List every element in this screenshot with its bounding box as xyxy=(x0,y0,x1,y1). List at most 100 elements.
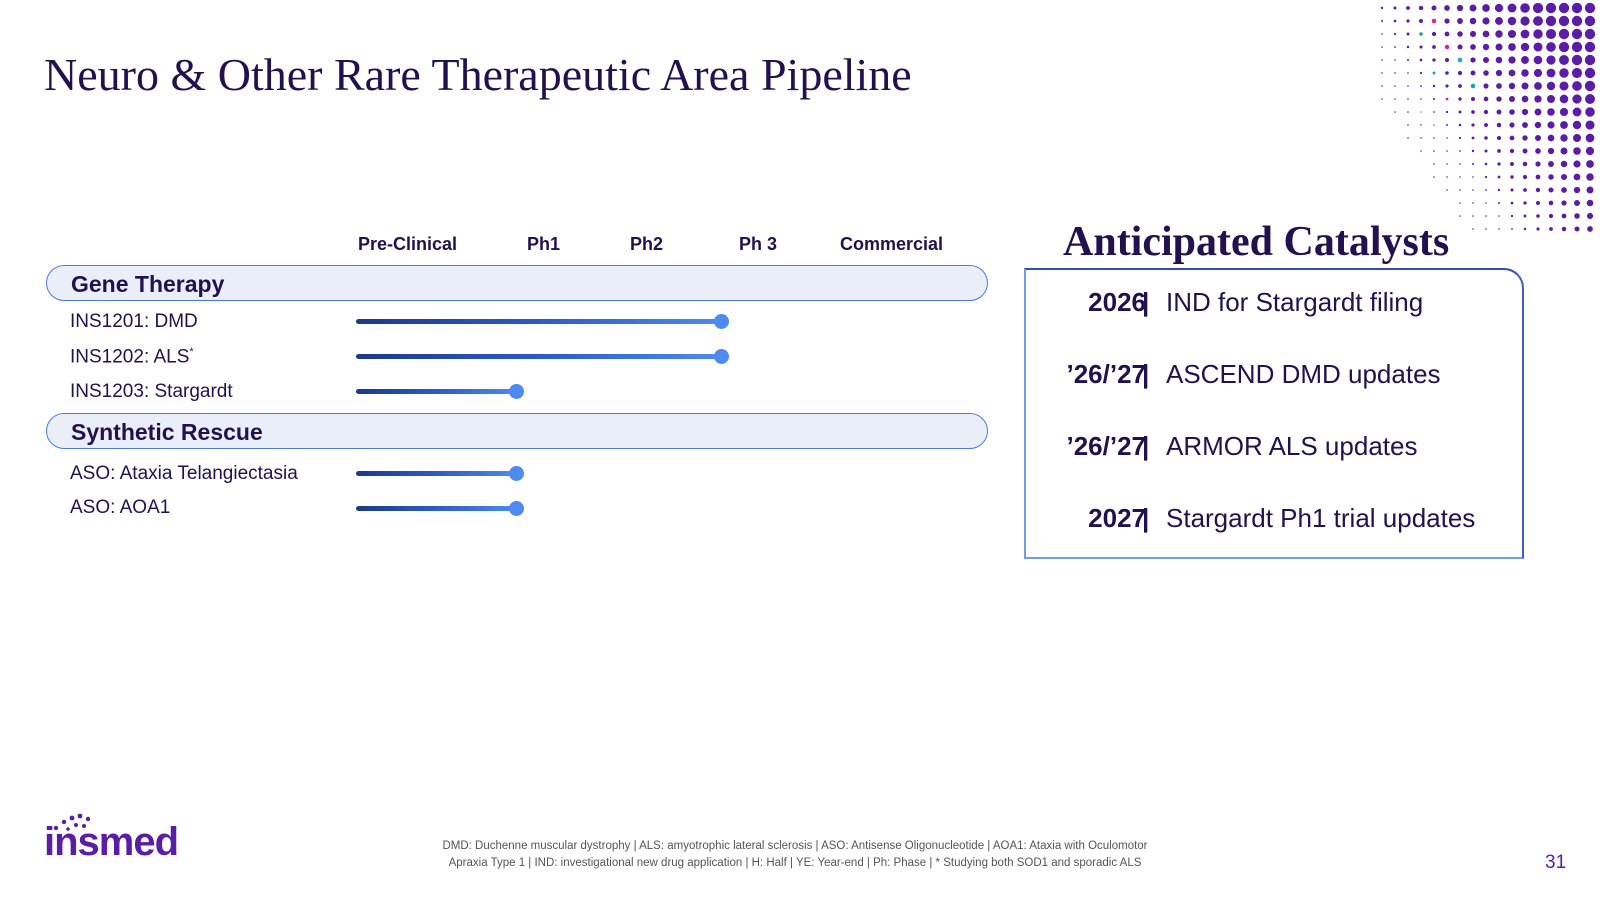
progress-bar xyxy=(356,349,729,364)
decor-dot xyxy=(1498,202,1500,204)
program-label: ASO: AOA1 xyxy=(70,497,171,518)
catalysts-box: 2026 | IND for Stargardt filing ’26/’27 … xyxy=(1024,268,1524,559)
decor-dot xyxy=(1446,176,1448,178)
decor-dot xyxy=(1536,214,1540,218)
program-label: INS1202: ALS* xyxy=(70,346,194,368)
decor-dot xyxy=(1482,43,1490,51)
decor-dot xyxy=(1484,136,1488,140)
decor-dot xyxy=(1444,18,1450,24)
decor-dot xyxy=(1470,70,1476,76)
decor-dot xyxy=(1472,189,1474,191)
decor-dot xyxy=(1521,108,1529,116)
decor-dot xyxy=(1393,19,1397,23)
decor-dot xyxy=(1483,109,1489,115)
catalyst-text: Stargardt Ph1 trial updates xyxy=(1166,503,1476,533)
decor-dot xyxy=(1420,98,1422,100)
progress-bar xyxy=(356,501,524,516)
decor-dot xyxy=(1485,202,1487,204)
progress-dot xyxy=(509,384,524,399)
decor-dot xyxy=(1497,149,1501,153)
phase-header-ph1: Ph1 xyxy=(527,234,561,254)
decor-dot xyxy=(1446,189,1448,191)
decor-dot xyxy=(1546,68,1556,78)
decor-dot xyxy=(1445,84,1449,88)
catalyst-separator: | xyxy=(1142,287,1150,317)
decor-dot xyxy=(1381,33,1383,35)
decor-dot xyxy=(1420,150,1422,152)
decor-dot xyxy=(1507,16,1517,26)
decor-dot xyxy=(1482,30,1490,38)
catalyst-separator: | xyxy=(1142,359,1150,389)
decor-dot xyxy=(1445,71,1449,75)
progress-bar xyxy=(356,314,729,329)
decor-dot xyxy=(1432,84,1436,88)
decor-dot xyxy=(1431,5,1437,11)
decor-dot xyxy=(1496,83,1502,89)
decorative-dot-pattern xyxy=(1380,2,1596,232)
decor-dot xyxy=(1584,2,1596,14)
decor-dot xyxy=(1482,17,1490,25)
decor-dot xyxy=(1510,175,1514,179)
logo-wordmark: insmed xyxy=(44,820,179,864)
decor-dot xyxy=(1381,20,1383,22)
decor-dot xyxy=(1508,43,1516,51)
decor-dot xyxy=(1433,163,1435,165)
decor-dot xyxy=(1444,5,1450,11)
decor-dot xyxy=(1535,161,1541,167)
decor-dot xyxy=(1534,95,1542,103)
decor-dot xyxy=(1458,84,1462,88)
decor-dot xyxy=(1548,213,1554,219)
decor-dot xyxy=(1508,56,1516,64)
decor-dot xyxy=(1520,16,1530,26)
decor-dot xyxy=(1406,58,1410,62)
decor-dot xyxy=(1561,187,1567,193)
phase-header-ph3: Ph 3 xyxy=(739,234,778,254)
program-label: INS1203: Stargardt xyxy=(70,381,233,402)
decor-dot xyxy=(1432,58,1436,62)
decor-dot xyxy=(1558,41,1570,53)
decor-dot xyxy=(1495,56,1503,64)
decor-dot xyxy=(1420,124,1422,126)
decor-dot xyxy=(1545,15,1557,27)
decor-dot xyxy=(1394,98,1396,100)
decor-dot xyxy=(1446,163,1448,165)
decor-dot xyxy=(1457,44,1463,50)
decor-dot xyxy=(1546,81,1556,91)
decor-dot xyxy=(1522,148,1528,154)
decor-dot xyxy=(1471,149,1475,153)
decor-dot xyxy=(1548,161,1554,167)
decor-dot xyxy=(1533,29,1543,39)
decor-dot xyxy=(1586,160,1594,168)
decor-dot xyxy=(1432,45,1436,49)
catalyst-separator: | xyxy=(1142,503,1150,533)
decor-dot xyxy=(1381,46,1383,48)
decor-dot xyxy=(1394,46,1396,48)
decor-dot xyxy=(1510,188,1514,192)
decor-dot xyxy=(1459,215,1461,217)
decor-dot xyxy=(1536,227,1540,231)
program-label: ASO: Ataxia Telangiectasia xyxy=(70,463,298,484)
decor-dot xyxy=(1545,28,1557,40)
decor-dot xyxy=(1572,107,1582,117)
decor-dot xyxy=(1586,173,1594,181)
decor-dot xyxy=(1495,43,1503,51)
progress-bar xyxy=(356,466,524,481)
decor-dot xyxy=(1433,111,1435,113)
decor-dot xyxy=(1585,120,1595,130)
decor-dot xyxy=(1585,107,1595,117)
decor-dot xyxy=(1458,110,1462,114)
decor-dot xyxy=(1483,57,1489,63)
decor-dot xyxy=(1472,202,1474,204)
decor-dot xyxy=(1433,124,1435,126)
decor-dot xyxy=(1418,5,1424,11)
decor-dot xyxy=(1380,6,1384,10)
decor-dot xyxy=(1521,82,1529,90)
decor-dot xyxy=(1445,58,1449,62)
decor-dot xyxy=(1584,54,1596,66)
decor-dot xyxy=(1558,2,1570,14)
decor-dot xyxy=(1407,111,1409,113)
decor-dot xyxy=(1573,186,1581,194)
progress-dot xyxy=(714,314,729,329)
decor-dot xyxy=(1548,200,1554,206)
decor-dot xyxy=(1534,121,1542,129)
